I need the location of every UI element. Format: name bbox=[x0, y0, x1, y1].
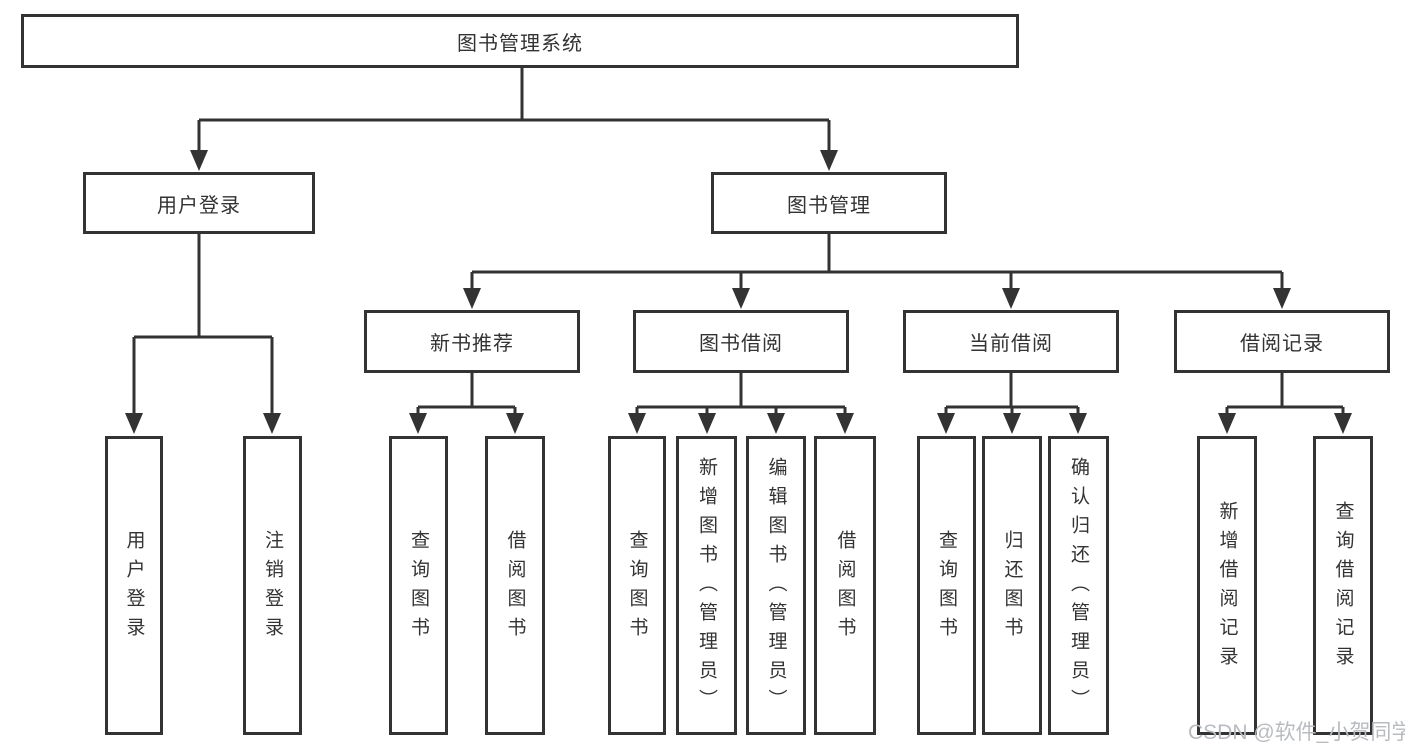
node-label: 借阅图书 bbox=[504, 529, 526, 646]
arrowhead-leaf-login bbox=[125, 413, 143, 434]
node-leaf-query-books-rec: 查询图书 bbox=[389, 436, 448, 735]
arrowhead-leaf bbox=[1069, 413, 1087, 434]
node-leaf-confirm-return-admin: 确认归还（管理员） bbox=[1048, 436, 1109, 735]
node-leaf-user-login: 用户登录 bbox=[105, 436, 163, 735]
arrowhead-leaf bbox=[628, 413, 646, 434]
node-leaf-return-books: 归还图书 bbox=[982, 436, 1042, 735]
node-leaf-borrow-books: 借阅图书 bbox=[814, 436, 876, 735]
connector-root-trunk bbox=[199, 68, 829, 122]
connector-new-book-rec-trunk bbox=[418, 373, 515, 409]
node-label: 新增图书（管理员） bbox=[696, 457, 717, 718]
node-label: 新增借阅记录 bbox=[1216, 500, 1238, 675]
node-book-borrow: 图书借阅 bbox=[633, 310, 849, 373]
node-label: 注销登录 bbox=[262, 529, 283, 646]
node-label: 用户登录 bbox=[123, 529, 145, 646]
node-label: 查询图书 bbox=[626, 529, 648, 646]
arrowhead-book-management bbox=[820, 150, 838, 171]
node-book-management: 图书管理 bbox=[711, 172, 947, 234]
node-new-book-recommend: 新书推荐 bbox=[364, 310, 580, 373]
arrowhead-book-borrow bbox=[732, 288, 750, 309]
node-label: 借阅图书 bbox=[834, 529, 856, 646]
node-label: 借阅记录 bbox=[1240, 333, 1324, 355]
node-leaf-add-books-admin: 新增图书（管理员） bbox=[676, 436, 737, 735]
node-label: 查询借阅记录 bbox=[1332, 500, 1354, 675]
node-leaf-query-books-current: 查询图书 bbox=[917, 436, 976, 735]
node-borrow-records: 借阅记录 bbox=[1174, 310, 1390, 373]
node-label: 图书管理系统 bbox=[457, 32, 583, 55]
node-label: 归还图书 bbox=[1001, 529, 1023, 646]
csdn-watermark: CSDN @软件_小贺同学 bbox=[1188, 721, 1405, 744]
node-leaf-add-borrow-record: 新增借阅记录 bbox=[1197, 436, 1257, 735]
connector-borrow-records-trunk bbox=[1227, 373, 1343, 409]
arrowhead-leaf bbox=[767, 413, 785, 434]
connector-book-management-trunk bbox=[472, 234, 1282, 274]
node-label: 图书借阅 bbox=[699, 333, 783, 355]
arrowhead-leaf bbox=[409, 413, 427, 434]
connector-user-login-trunk bbox=[134, 234, 272, 339]
connector-book-borrow-trunk bbox=[637, 373, 845, 409]
node-label: 新书推荐 bbox=[430, 333, 514, 355]
arrowhead-leaf bbox=[1003, 413, 1021, 434]
node-current-borrow: 当前借阅 bbox=[903, 310, 1119, 373]
arrowhead-leaf bbox=[836, 413, 854, 434]
arrowhead-new-book-rec bbox=[463, 288, 481, 309]
node-label: 编辑图书（管理员） bbox=[765, 457, 787, 718]
arrowhead-leaf bbox=[1334, 413, 1352, 434]
node-label: 查询图书 bbox=[936, 529, 957, 646]
arrowhead-leaf-logout bbox=[263, 413, 281, 434]
arrowhead-leaf bbox=[698, 413, 716, 434]
node-user-login: 用户登录 bbox=[83, 172, 315, 234]
node-leaf-edit-books-admin: 编辑图书（管理员） bbox=[746, 436, 806, 735]
arrowhead-leaf bbox=[937, 413, 955, 434]
node-label: 查询图书 bbox=[408, 529, 429, 646]
node-leaf-borrow-books-rec: 借阅图书 bbox=[485, 436, 545, 735]
node-leaf-query-books-borrow: 查询图书 bbox=[608, 436, 666, 735]
node-label: 图书管理 bbox=[787, 194, 871, 217]
connector-current-borrow-trunk bbox=[946, 373, 1078, 409]
node-label: 确认归还（管理员） bbox=[1068, 457, 1089, 718]
arrowhead-user-login bbox=[190, 150, 208, 171]
node-label: 用户登录 bbox=[157, 194, 241, 217]
node-leaf-logout: 注销登录 bbox=[243, 436, 302, 735]
arrowhead-leaf bbox=[506, 413, 524, 434]
node-leaf-query-borrow-record: 查询借阅记录 bbox=[1313, 436, 1373, 735]
arrowhead-borrow-records bbox=[1273, 288, 1291, 309]
arrowhead-current-borrow bbox=[1002, 288, 1020, 309]
node-root-library-system: 图书管理系统 bbox=[21, 14, 1019, 68]
node-label: 当前借阅 bbox=[969, 333, 1053, 355]
arrowhead-leaf bbox=[1218, 413, 1236, 434]
